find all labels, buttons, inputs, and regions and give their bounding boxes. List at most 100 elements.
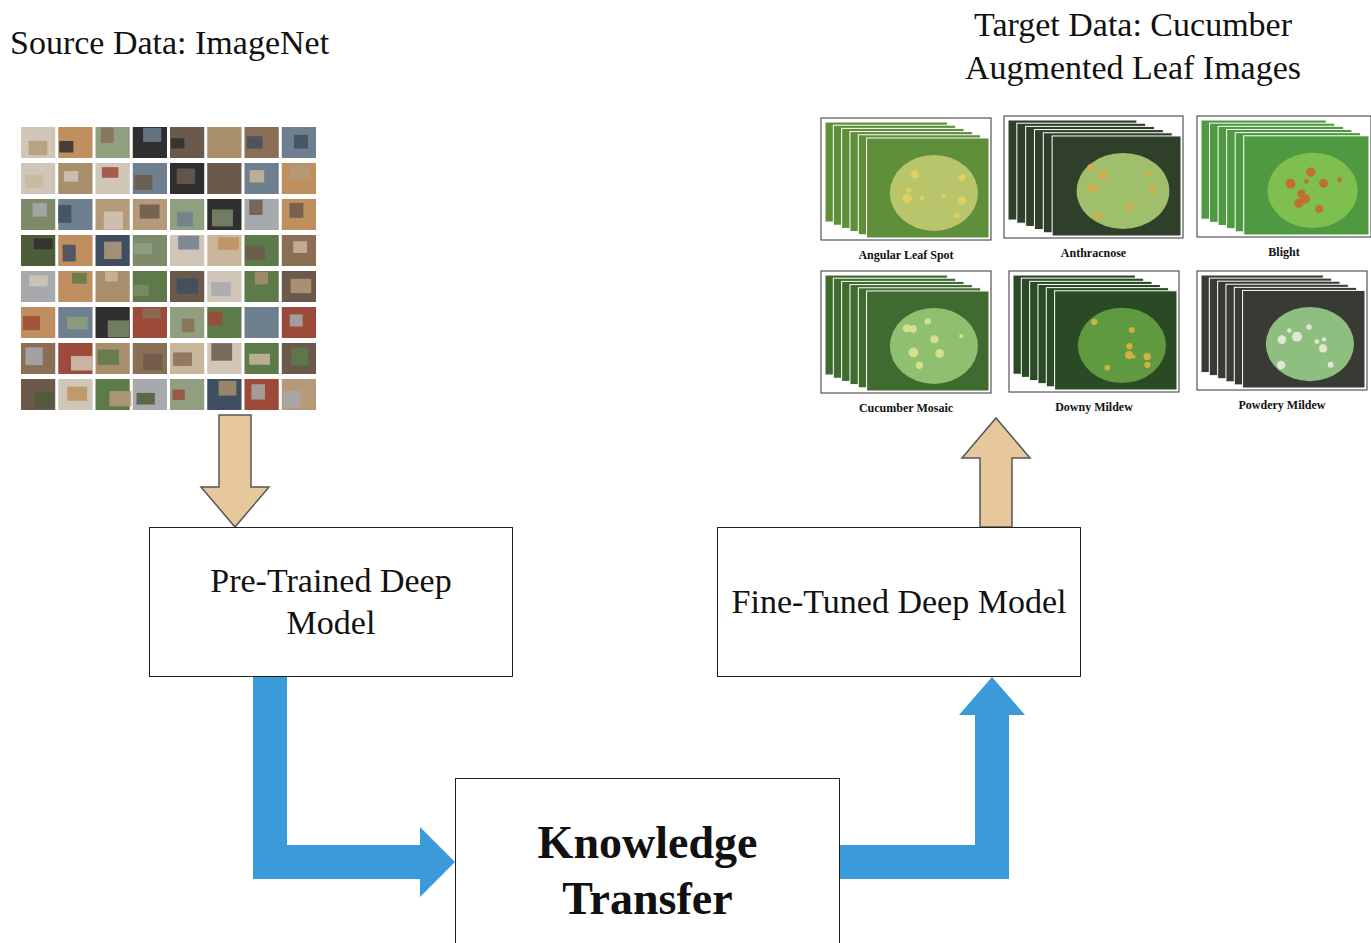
imagenet-thumbnail	[133, 307, 167, 338]
disease-spot	[1094, 212, 1103, 221]
imagenet-thumbnail-detail	[35, 393, 53, 408]
imagenet-thumbnail-detail	[134, 243, 153, 254]
disease-spot	[903, 194, 912, 203]
disease-spot	[909, 325, 917, 333]
disease-spot	[1322, 337, 1326, 341]
image-group: Target Data: Cucumber Augmented Leaf Ima…	[815, 4, 1371, 418]
imagenet-thumbnail	[58, 163, 92, 194]
process-box: Pre-Trained Deep Model	[149, 527, 513, 677]
imagenet-thumbnail-detail	[171, 138, 184, 148]
disease-spot	[1104, 365, 1110, 371]
disease-spot	[954, 213, 959, 218]
disease-spot	[959, 174, 966, 181]
imagenet-thumbnail	[133, 127, 167, 158]
imagenet-thumbnail	[96, 127, 130, 158]
imagenet-thumbnail-detail	[250, 170, 265, 182]
box-label: Fine-Tuned Deep Model	[720, 581, 1079, 624]
augmented-copy	[867, 138, 989, 238]
imagenet-thumbnail	[58, 379, 92, 410]
disease-spot	[1306, 324, 1312, 330]
imagenet-thumbnail	[58, 343, 92, 374]
imagenet-thumbnail-detail	[67, 317, 88, 330]
imagenet-thumbnail	[21, 199, 55, 230]
imagenet-thumbnail	[282, 307, 316, 338]
imagenet-thumbnail-detail	[64, 171, 78, 182]
disease-spot	[959, 334, 963, 338]
image-frame	[821, 118, 991, 240]
imagenet-thumbnail	[245, 163, 279, 194]
disease-spot	[1129, 327, 1135, 333]
imagenet-thumbnail	[96, 343, 130, 374]
imagenet-thumbnail	[58, 235, 92, 266]
imagenet-thumbnail	[245, 235, 279, 266]
imagenet-thumbnail	[207, 127, 241, 158]
imagenet-thumbnail-detail	[72, 273, 87, 284]
imagenet-thumbnail-detail	[291, 279, 312, 293]
imagenet-thumbnail	[21, 235, 55, 266]
leaf-image: Angular Leaf Spot	[821, 118, 991, 266]
imagenet-thumbnail-detail	[290, 164, 311, 179]
disease-spot	[930, 335, 938, 343]
imagenet-thumbnail-detail	[104, 212, 123, 230]
group-heading: Target Data: Cucumber Augmented Leaf Ima…	[923, 4, 1343, 89]
disease-spot	[1144, 362, 1150, 368]
augmented-copy	[1244, 136, 1369, 235]
disease-spot	[911, 171, 919, 179]
block-arrow	[201, 415, 269, 527]
imagenet-thumbnail	[133, 271, 167, 302]
imagenet-thumbnail	[170, 163, 204, 194]
imagenet-thumbnail-detail	[25, 347, 42, 365]
imagenet-thumbnail	[96, 199, 130, 230]
imagenet-thumbnail-detail	[247, 136, 263, 148]
imagenet-thumbnail-detail	[134, 175, 152, 190]
disease-spot	[1096, 187, 1100, 191]
leaf-image: Anthracnose	[1004, 116, 1183, 264]
imagenet-thumbnail-detail	[143, 308, 161, 318]
imagenet-thumbnail	[245, 127, 279, 158]
imagenet-thumbnail-detail	[257, 312, 277, 326]
disease-spot	[1087, 184, 1096, 193]
disease-spot	[1328, 362, 1334, 368]
disease-spot	[1131, 355, 1135, 359]
imagenet-thumbnail	[58, 199, 92, 230]
imagenet-thumbnail-detail	[33, 203, 47, 217]
image-frame	[1009, 271, 1179, 392]
image-frame	[1004, 116, 1183, 238]
augmented-copy	[867, 291, 989, 391]
disease-spot	[1304, 179, 1309, 184]
imagenet-thumbnail-detail	[290, 314, 303, 326]
block-arrow	[253, 677, 455, 897]
imagenet-thumbnail	[245, 271, 279, 302]
leaf-image: Cucumber Mosaic	[821, 271, 991, 419]
disease-spot	[1126, 343, 1132, 349]
disease-spot	[1287, 328, 1291, 332]
image-caption: Downy Mildew	[1009, 400, 1179, 414]
imagenet-thumbnail	[21, 271, 55, 302]
imagenet-thumbnail	[21, 379, 55, 410]
disease-spot	[916, 362, 923, 369]
imagenet-thumbnail	[58, 307, 92, 338]
imagenet-thumbnail	[282, 235, 316, 266]
imagenet-thumbnail-detail	[105, 271, 118, 281]
imagenet-thumbnail-detail	[71, 356, 92, 370]
disease-spot	[1319, 344, 1327, 352]
imagenet-thumbnail-detail	[212, 209, 233, 226]
disease-spot	[1337, 177, 1342, 182]
imagenet-thumbnail-detail	[289, 203, 303, 218]
imagenet-thumbnail-detail	[218, 237, 239, 250]
imagenet-thumbnail-detail	[108, 320, 129, 337]
imagenet-thumbnail-detail	[137, 393, 155, 405]
imagenet-thumbnail	[133, 199, 167, 230]
block-arrow	[962, 418, 1030, 527]
imagenet-thumbnail	[207, 343, 241, 374]
imagenet-thumbnail	[21, 307, 55, 338]
disease-spot	[1306, 167, 1315, 176]
imagenet-thumbnail-detail	[255, 272, 268, 285]
disease-spot	[1091, 319, 1097, 325]
disease-spot	[1315, 339, 1320, 344]
disease-spot	[935, 349, 944, 358]
imagenet-thumbnail-detail	[29, 141, 48, 155]
imagenet-thumbnail	[207, 307, 241, 338]
leaf-shape	[1078, 308, 1166, 383]
disease-spot	[1294, 198, 1303, 207]
